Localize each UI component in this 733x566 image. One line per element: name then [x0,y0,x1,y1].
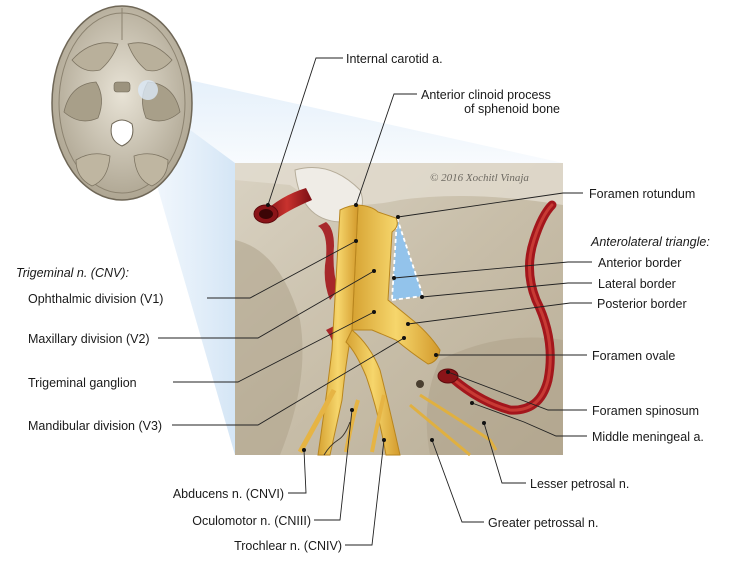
label-ophthalmic: Ophthalmic division (V1) [28,292,164,306]
label-foramen-rotundum: Foramen rotundum [589,187,696,201]
label-trigeminal-ganglion: Trigeminal ganglion [28,376,137,390]
label-oculomotor: Oculomotor n. (CNIII) [192,514,311,528]
label-anterior-clinoid-2: of sphenoid bone [464,102,560,116]
leader-dots [266,203,486,452]
label-mandibular: Mandibular division (V3) [28,419,163,433]
label-trochlear: Trochlear n. (CNIV) [234,539,342,553]
label-abducens: Abducens n. (CNVI) [172,487,284,501]
abducens-oculomotor-trochlear [297,388,386,456]
zoom-projection [120,78,563,455]
label-lateral-border: Lateral border [598,277,676,291]
label-maxillary: Maxillary division (V2) [28,332,150,346]
label-greater-petrosal: Greater petrossal n. [488,516,599,530]
label-lesser-petrosal: Lesser petrosal n. [530,477,630,491]
label-foramen-ovale: Foramen ovale [592,349,676,363]
label-foramen-spinosum: Foramen spinosum [592,404,699,418]
trigeminal-nerve [317,204,441,456]
label-middle-meningeal: Middle meningeal a. [592,430,704,444]
label-anterolateral-triangle: Anterolateral triangle: [591,235,710,249]
triangle-borders [391,217,424,301]
anterolateral-triangle [392,218,423,300]
label-anterior-clinoid-1: Anterior clinoid process [421,88,551,102]
leader-lines [158,57,592,546]
label-trigeminal-heading: Trigeminal n. (CNV): [16,266,129,280]
label-internal-carotid: Internal carotid a. [346,52,443,66]
label-posterior-border: Posterior border [597,297,687,311]
label-anterior-border: Anterior border [598,256,682,270]
copyright-watermark: © 2016 Xochitl Vinaja [430,172,529,184]
skull-base-illustration [51,5,193,201]
